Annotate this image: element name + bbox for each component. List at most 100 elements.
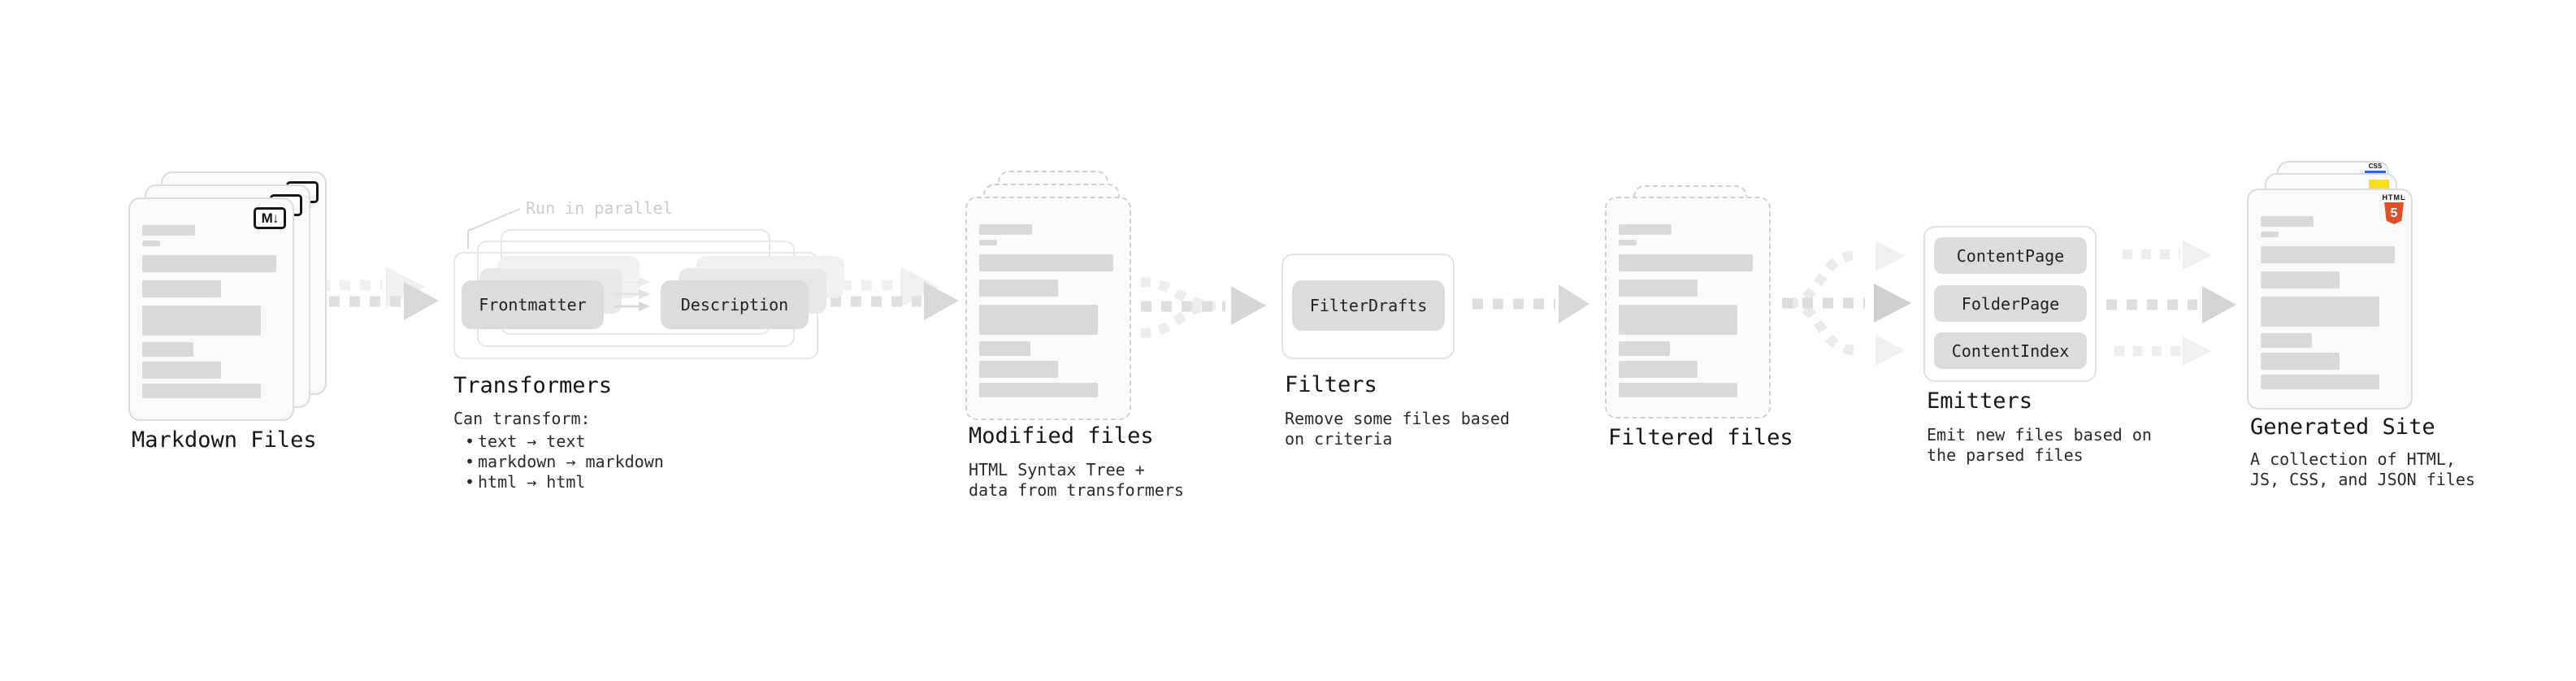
text-line-placeholder: [142, 342, 193, 357]
text-line-placeholder: [142, 225, 195, 236]
text-line-placeholder: [1619, 383, 1737, 397]
modified-file-card-front: [965, 197, 1131, 420]
arrowhead-icon: [924, 282, 959, 320]
text-line-placeholder: [2261, 271, 2340, 288]
transformers-intro: Can transform:: [453, 409, 591, 428]
annotation-leader-line: [467, 208, 521, 249]
description-line: on criteria: [1285, 429, 1393, 449]
html5-badge-word: HTML: [2382, 193, 2406, 202]
html5-badge-icon: HTML 5: [2382, 193, 2406, 224]
text-line-placeholder: [2261, 246, 2395, 263]
bullet-text: markdown → markdown: [478, 452, 664, 471]
text-line-placeholder: [1619, 361, 1698, 378]
arrow-modified-to-filters: [1140, 277, 1266, 338]
description-line: Remove some files based: [1285, 409, 1510, 428]
arrowhead-icon: [1231, 286, 1266, 325]
arrowhead-ghost-icon: [1876, 241, 1905, 271]
filtered-files-label: Filtered files: [1608, 425, 1793, 450]
text-line-placeholder: [979, 280, 1058, 297]
list-item: •markdown → markdown: [462, 452, 664, 472]
text-line-placeholder: [142, 384, 261, 398]
text-line-placeholder: [979, 361, 1058, 378]
description-line: A collection of HTML,: [2250, 449, 2456, 469]
arrow-markdown-to-transformers: [309, 267, 439, 320]
small-arrowhead-icon: [639, 289, 650, 299]
text-line-placeholder: [1619, 224, 1672, 235]
html5-shield-icon: 5: [2384, 202, 2404, 224]
bullet-icon: •: [464, 452, 475, 471]
bullet-icon: •: [464, 472, 475, 492]
text-line-placeholder: [2261, 216, 2314, 227]
list-item: •html → html: [462, 472, 664, 492]
description-line: the parsed files: [1927, 445, 2084, 465]
bullet-text: html → html: [478, 472, 586, 492]
filtered-file-card-front: [1605, 197, 1771, 419]
emitters-description: Emit new files based on the parsed files: [1927, 425, 2152, 466]
transformers-label: Transformers: [453, 373, 613, 398]
markdown-files-label: Markdown Files: [132, 427, 317, 453]
filterdrafts-node: FilterDrafts: [1292, 280, 1445, 331]
arrow-filters-to-filtered: [1472, 284, 1589, 323]
modified-files-label: Modified files: [969, 423, 1154, 449]
arrow-emitters-to-generated: [2106, 241, 2236, 366]
text-line-placeholder: [979, 240, 997, 245]
contentindex-node: ContentIndex: [1934, 332, 2087, 369]
filters-description: Remove some files based on criteria: [1285, 409, 1510, 449]
arrowhead-ghost-icon: [1876, 335, 1905, 366]
text-line-placeholder: [979, 341, 1030, 356]
description-line: JS, CSS, and JSON files: [2250, 470, 2475, 489]
arrowhead-icon: [2202, 286, 2236, 323]
description-line: data from transformers: [969, 480, 1184, 500]
text-line-placeholder: [1619, 254, 1753, 271]
folderpage-node: FolderPage: [1934, 285, 2087, 322]
small-arrowhead-icon: [639, 277, 650, 287]
text-line-placeholder: [979, 305, 1098, 335]
arrow-filtered-to-emitters: [1782, 241, 1911, 366]
text-line-placeholder: [142, 241, 160, 246]
arrowhead-ghost-icon: [900, 267, 939, 307]
markdown-file-card-front: M↓: [128, 197, 294, 421]
markdown-badge-icon: M↓: [254, 207, 286, 229]
text-line-placeholder: [142, 255, 276, 272]
js-badge-icon: [2369, 180, 2389, 189]
transformers-bullet-list: •text → text •markdown → markdown •html …: [462, 432, 664, 492]
text-line-placeholder: [2261, 353, 2340, 370]
text-line-placeholder: [142, 280, 221, 297]
text-line-placeholder: [1619, 280, 1698, 297]
arrowhead-icon: [1559, 284, 1589, 323]
bullet-icon: •: [464, 432, 475, 451]
text-line-placeholder: [979, 254, 1113, 271]
text-line-placeholder: [142, 362, 221, 379]
arrowhead-icon: [404, 282, 439, 320]
modified-files-description: HTML Syntax Tree + data from transformer…: [969, 460, 1184, 501]
arrowhead-icon: [1874, 284, 1911, 323]
text-line-placeholder: [979, 224, 1032, 235]
text-line-placeholder: [2261, 297, 2379, 327]
text-line-placeholder: [979, 383, 1098, 397]
run-in-parallel-annotation: Run in parallel: [526, 198, 673, 218]
description-line: HTML Syntax Tree +: [969, 460, 1145, 479]
arrowhead-ghost-icon: [2183, 241, 2212, 270]
small-arrowhead-icon: [639, 301, 650, 311]
text-line-placeholder: [2261, 232, 2279, 237]
list-item: •text → text: [462, 432, 664, 452]
text-line-placeholder: [1619, 341, 1670, 356]
frontmatter-node: Frontmatter: [462, 280, 604, 329]
html5-badge-number: 5: [2390, 206, 2398, 220]
text-line-placeholder: [2261, 333, 2312, 348]
description-line: Emit new files based on: [1927, 425, 2152, 445]
bullet-text: text → text: [478, 432, 586, 451]
text-line-placeholder: [1619, 240, 1637, 245]
css-badge-icon: CSS: [2365, 163, 2386, 173]
contentpage-node: ContentPage: [1934, 237, 2087, 274]
description-node: Description: [661, 280, 809, 329]
generated-site-label: Generated Site: [2250, 414, 2435, 440]
text-line-placeholder: [142, 306, 261, 336]
generated-site-description: A collection of HTML, JS, CSS, and JSON …: [2250, 449, 2475, 490]
arrow-transformers-to-modified: [830, 267, 959, 320]
filters-label: Filters: [1285, 372, 1377, 397]
emitters-label: Emitters: [1927, 388, 2033, 414]
